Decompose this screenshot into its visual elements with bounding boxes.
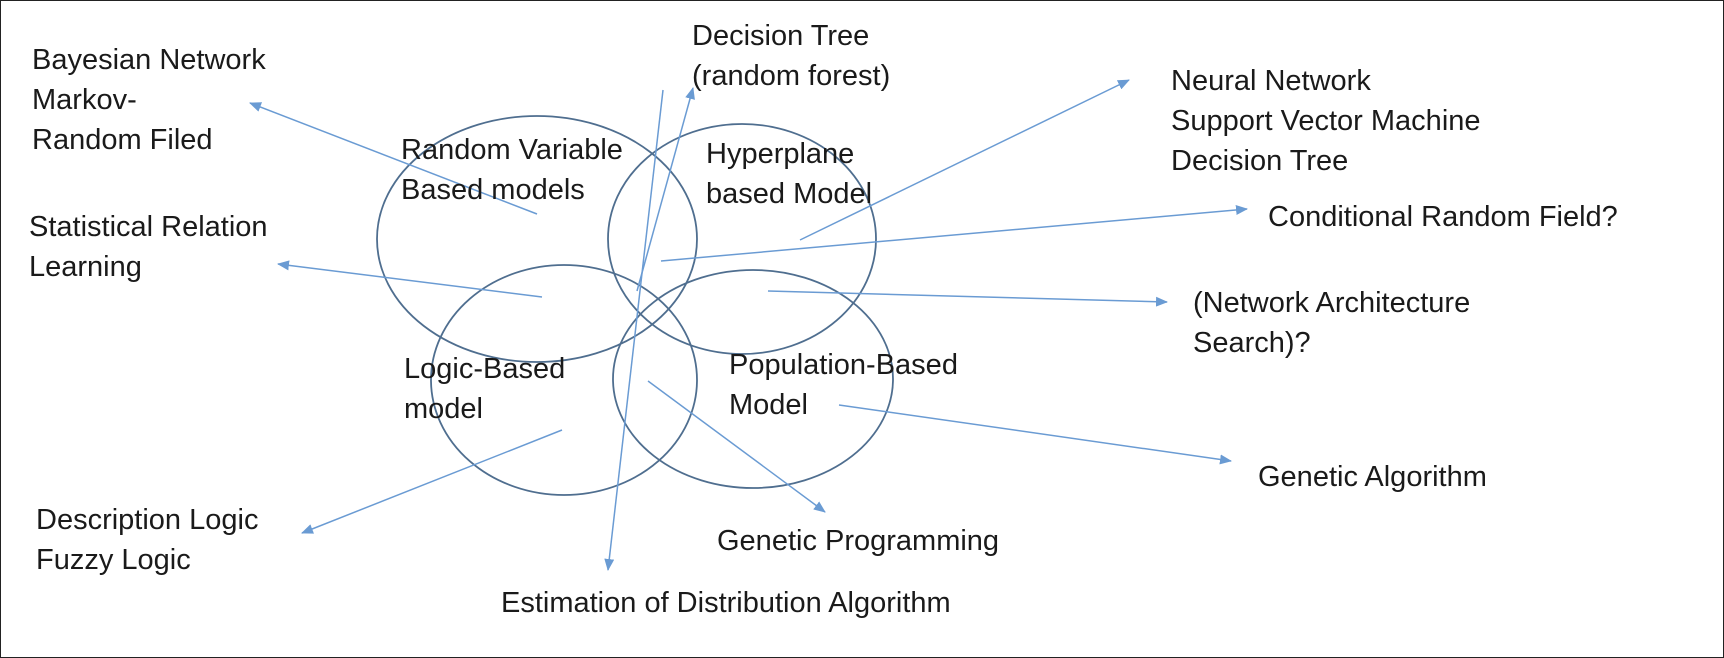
label-line: Model [729,389,808,421]
label-line: Markov- [32,84,137,116]
label-statistical-relation-learning: Statistical Relation Learning [29,207,268,287]
label-line: Conditional Random Field? [1268,201,1618,233]
label-line: model [404,393,483,425]
label-line: Random Filed [32,124,213,156]
label-line: Description Logic [36,504,259,536]
label-line: Decision Tree [1171,145,1349,177]
label-genetic-programming: Genetic Programming [717,521,999,561]
label-estimation-of-distribution-algorithm: Estimation of Distribution Algorithm [501,583,951,623]
label-line: Hyperplane [706,138,855,170]
label-line: Genetic Algorithm [1258,461,1487,493]
label-conditional-random-field: Conditional Random Field? [1268,197,1618,237]
label-population-based-model: Population-Based Model [729,345,958,425]
label-line: Search)? [1193,327,1311,359]
label-logic-based-model: Logic-Based model [404,349,565,429]
label-neural-network: Neural Network Support Vector Machine De… [1171,61,1481,181]
label-line: Learning [29,251,142,283]
label-line: Logic-Based [404,353,566,385]
label-line: Decision Tree [692,20,870,52]
label-line: Random Variable [401,134,623,166]
label-line: (random forest) [692,60,891,92]
ellipse-population [612,269,894,489]
label-network-architecture-search: (Network Architecture Search)? [1193,283,1470,363]
label-description-fuzzy-logic: Description Logic Fuzzy Logic [36,500,258,580]
arrow-to-bayesian [249,102,538,215]
arrow-to-gp [647,380,826,513]
arrow-to-neural [799,79,1130,241]
label-decision-tree-random-forest: Decision Tree (random forest) [692,16,890,96]
label-line: Based models [401,174,585,206]
label-line: Estimation of Distribution Algorithm [501,587,951,619]
label-line: (Network Architecture [1193,287,1471,319]
arrow-to-srl [277,260,543,298]
ellipse-random-variable [376,115,698,363]
label-hyperplane-model: Hyperplane based Model [706,134,872,214]
label-line: Fuzzy Logic [36,544,191,576]
label-genetic-algorithm: Genetic Algorithm [1258,457,1487,497]
label-bayesian-network: Bayesian Network Markov- Random Filed [32,40,266,160]
label-line: Population-Based [729,349,958,381]
arrow-to-crf [660,204,1248,262]
ellipse-logic [430,264,698,496]
label-line: Support Vector Machine [1171,105,1481,137]
ellipse-hyperplane [607,123,877,355]
arrow-to-nas [767,290,1168,307]
arrow-to-ga [838,404,1232,465]
arrow-to-description-logic [301,429,563,534]
label-line: Statistical Relation [29,211,268,243]
label-line: Neural Network [1171,65,1371,97]
label-line: Bayesian Network [32,44,266,76]
label-random-variable-models: Random Variable Based models [401,130,623,210]
arrow-to-decision-tree-rf [636,87,695,292]
label-line: Genetic Programming [717,525,1000,557]
arrow-to-eda [604,89,664,571]
label-line: based Model [706,178,873,210]
